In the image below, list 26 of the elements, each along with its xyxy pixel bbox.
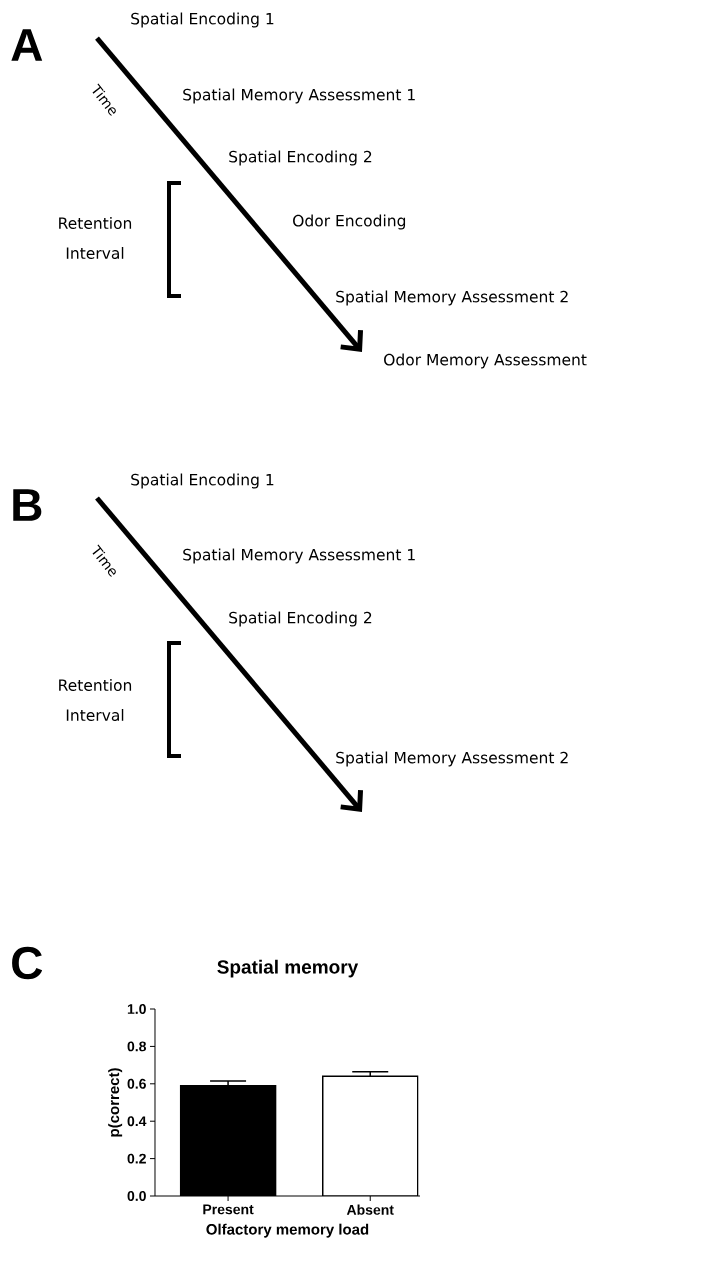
step-label: Spatial Memory Assessment 2 (336, 290, 568, 306)
y-axis-title: p(correct) (108, 1068, 123, 1137)
y-tick-label: 0.8 (127, 1041, 147, 1052)
y-tick-label: 0.2 (127, 1153, 146, 1164)
y-tick-label: 0.0 (127, 1191, 146, 1201)
y-tick-label: 0.4 (127, 1116, 147, 1127)
retention-label: Retention Interval (59, 679, 132, 721)
step-label: Spatial Encoding 2 (229, 150, 372, 166)
step-label: Spatial Memory Assessment 1 (183, 88, 415, 104)
step-label: Spatial Encoding 2 (229, 611, 372, 627)
x-tick-label: Absent (346, 1204, 394, 1215)
step-label: Odor Memory Assessment (384, 353, 587, 369)
x-axis-title: Olfactory memory load (206, 1223, 369, 1238)
step-label: Spatial Memory Assessment 1 (183, 548, 415, 564)
panel-letter: C (12, 946, 43, 980)
retention-label: Retention Interval (59, 217, 132, 259)
panel-letter: A (11, 29, 43, 61)
step-label: Odor Encoding (293, 214, 406, 230)
y-tick-label: 0.6 (127, 1078, 146, 1089)
chart-title: Spatial memory (217, 959, 359, 978)
panel-letter: B (13, 489, 42, 521)
step-label: Spatial Memory Assessment 2 (336, 751, 568, 767)
step-label: Spatial Encoding 1 (131, 12, 274, 28)
step-label: Spatial Encoding 1 (131, 473, 274, 489)
x-tick-label: Present (203, 1204, 254, 1215)
y-tick-label: 1.0 (127, 1004, 146, 1014)
